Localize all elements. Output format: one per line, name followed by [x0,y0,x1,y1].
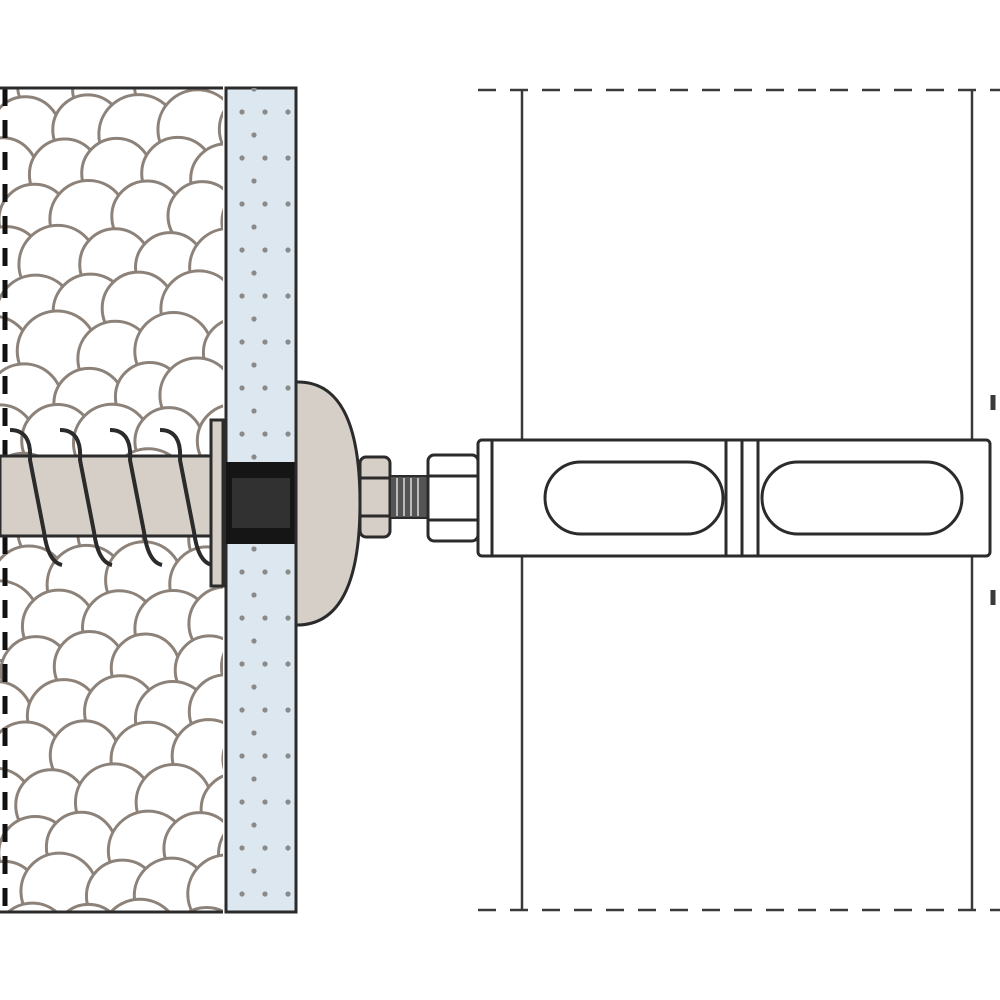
insulation-bead [186,906,223,912]
insulation-bead [64,902,113,912]
insulation-bead [232,905,301,974]
thread-turn [159,428,213,567]
screw-thread [9,428,213,567]
insulation-bead [221,748,223,770]
dome-head [294,380,362,627]
insulation-bead [220,651,223,682]
threaded-rod [389,475,431,519]
washer [209,418,225,588]
insulation-bead [217,109,223,149]
thread-turn [109,428,163,567]
insulation-bead [220,207,223,236]
insulation-bead [186,853,223,912]
thread-turn [59,428,113,567]
nut [358,455,392,539]
insulation-bead [6,901,59,912]
thread-turn [9,428,63,567]
hex-coupler [426,453,480,543]
cavity-anchor-tube [476,438,992,558]
insulation-bead [108,897,172,912]
